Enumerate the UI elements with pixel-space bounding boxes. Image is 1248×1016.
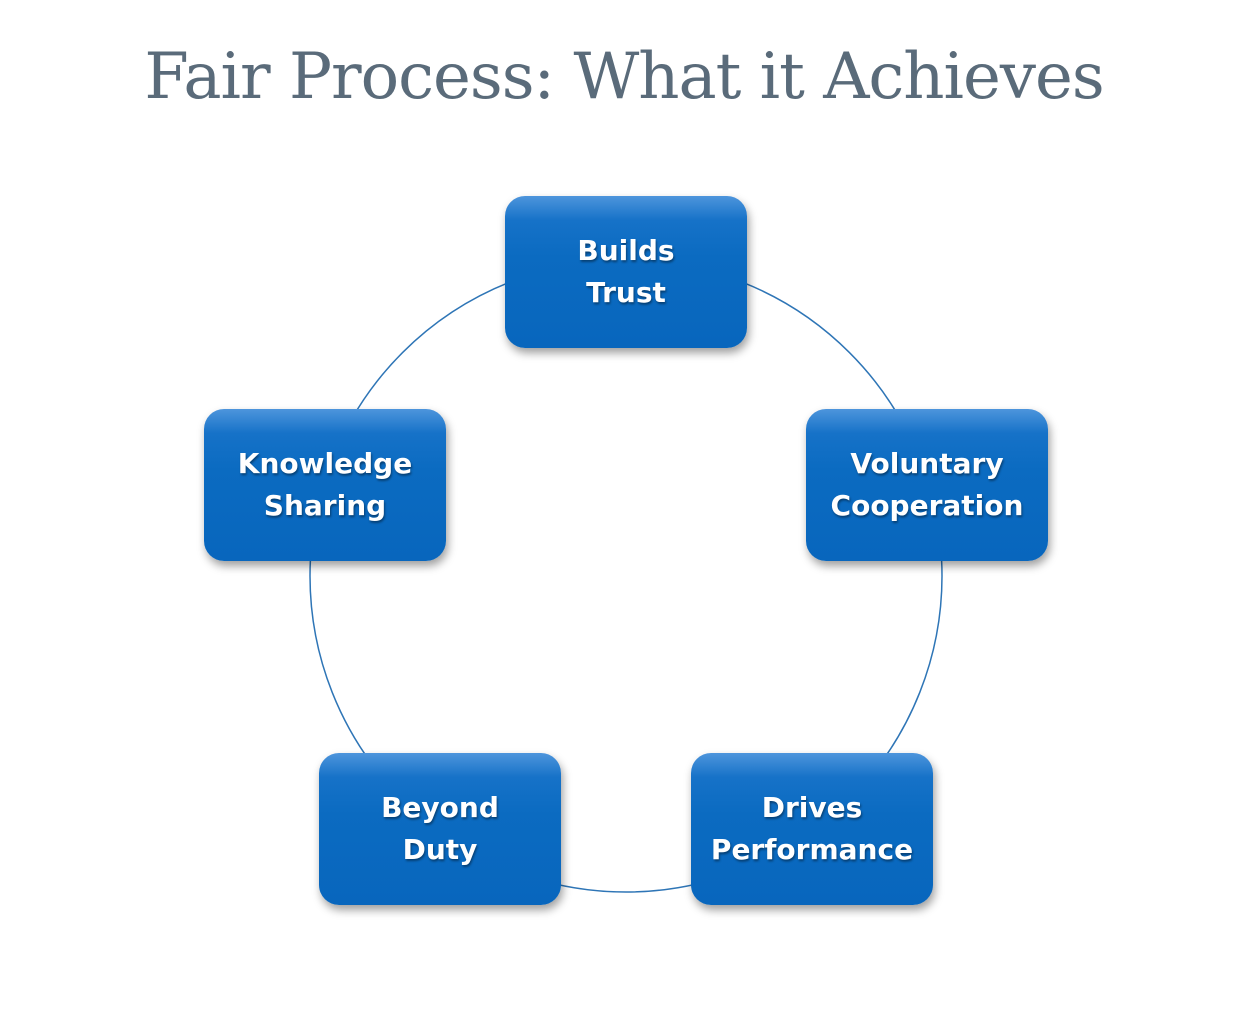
node-label: Knowledge Sharing: [237, 447, 413, 522]
node-knowledge-sharing: Knowledge Sharing: [204, 409, 446, 561]
node-label: Builds Trust: [577, 234, 675, 309]
node-drives-performance: Drives Performance: [691, 753, 933, 905]
node-label: Beyond Duty: [381, 791, 499, 866]
node-label: Drives Performance: [710, 791, 914, 866]
node-builds-trust: Builds Trust: [505, 196, 747, 348]
node-voluntary-cooperation: Voluntary Cooperation: [806, 409, 1048, 561]
node-beyond-duty: Beyond Duty: [319, 753, 561, 905]
page-title: Fair Process: What it Achieves: [144, 40, 1104, 114]
node-label: Voluntary Cooperation: [830, 447, 1024, 522]
